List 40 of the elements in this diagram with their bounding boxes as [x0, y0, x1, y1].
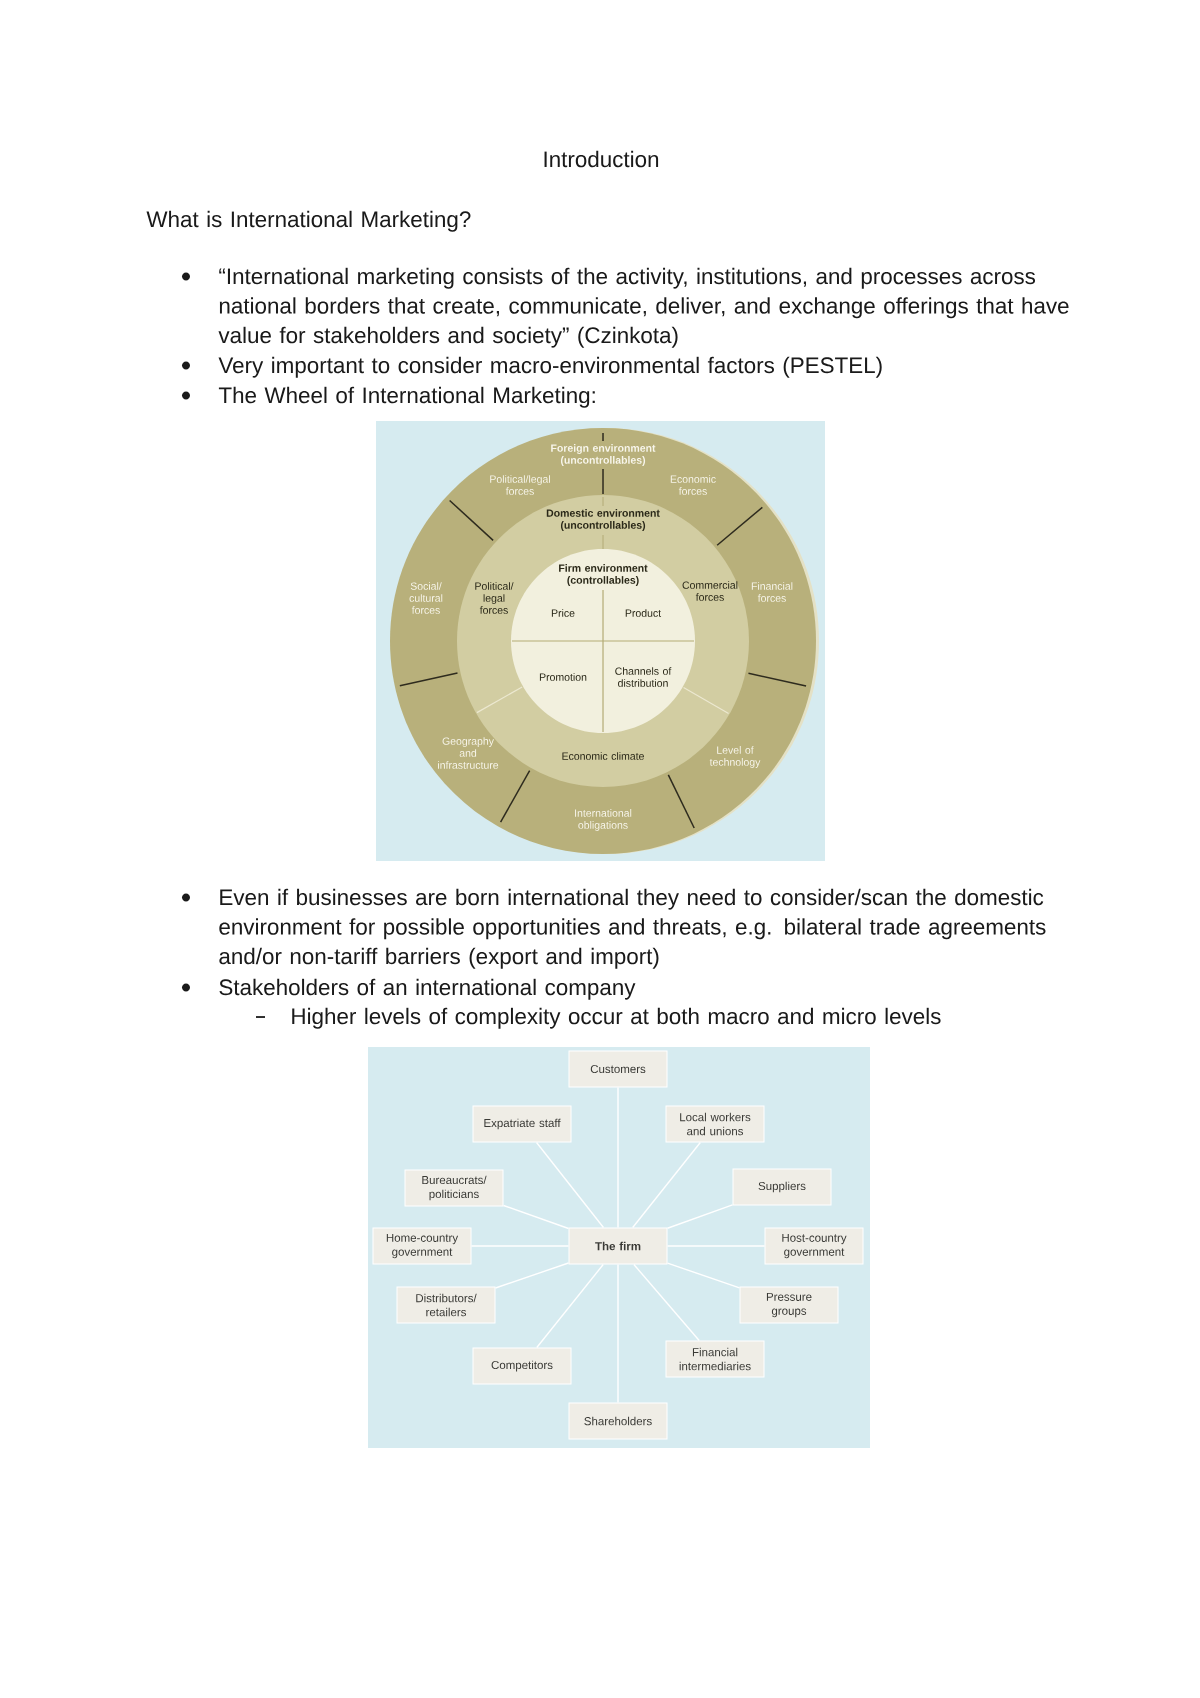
stakeholder-box: Bureaucrats/ politicians	[404, 1169, 504, 1207]
connector-line	[502, 1204, 570, 1230]
segment-label: Channels of distribution	[615, 667, 672, 687]
stakeholder-box: Home-country government	[372, 1227, 472, 1265]
segment-label: Price	[551, 609, 575, 617]
bullet-text: “International marketing consists of the activity, institutions, and processes across national borders that create, communicate, deliver, and exchange offerings that have value for stakeholders and society” (Czinkota)	[218, 267, 1069, 348]
segment-label: Economic forces	[670, 475, 716, 495]
stakeholder-box: Expatriate staff	[472, 1105, 572, 1143]
stakeholder-box: The firm	[568, 1227, 668, 1265]
segment-label: Promotion	[539, 673, 587, 681]
stakeholder-box: Distributors/ retailers	[396, 1286, 496, 1324]
connector-line	[494, 1262, 570, 1289]
section-heading: What is International Marketing?	[146, 210, 471, 232]
stakeholder-box: Local workers and unions	[665, 1105, 765, 1143]
stakeholder-box: Shareholders	[568, 1402, 668, 1440]
segment-label: Political/ legal forces	[475, 582, 514, 614]
connector-line	[633, 1263, 700, 1342]
bullet-text: Very important to consider macro-environmental factors (PESTEL)	[218, 356, 882, 378]
segment-label: Economic climate	[562, 752, 644, 760]
stakeholder-box: Host-country government	[764, 1227, 864, 1265]
stakeholder-box: Competitors	[472, 1347, 572, 1385]
connector-line	[535, 1141, 605, 1229]
segment-label: Product	[625, 609, 662, 617]
segment-label: Social/ cultural forces	[409, 582, 443, 614]
bullet-text: The Wheel of International Marketing:	[218, 386, 595, 408]
stakeholder-box: Financial intermediaries	[665, 1340, 765, 1378]
connector-line	[666, 1262, 741, 1289]
page-title: Introduction	[544, 150, 659, 168]
segment-label: Financial forces	[751, 582, 793, 602]
bullet-text: Higher levels of complexity occur at both macro and micro levels	[292, 1007, 941, 1029]
connector-line	[632, 1141, 701, 1229]
segment-label: International obligations	[575, 809, 632, 831]
stakeholder-box: Suppliers	[732, 1168, 832, 1206]
stakeholder-box: Customers	[568, 1050, 668, 1088]
bullet-text: Even if businesses are born international they need to consider/scan the domestic environment for possible opportunities and threats, e.g. bilateral trade agreements and/or non-tariff barriers (export and import)	[219, 888, 1046, 969]
connector-line	[536, 1263, 604, 1349]
stakeholder-box: Pressure groups	[739, 1286, 839, 1324]
segment-label: Political/legal forces	[490, 475, 550, 495]
connector-line	[666, 1204, 734, 1229]
bullet-text: Stakeholders of an international company	[219, 978, 636, 1000]
